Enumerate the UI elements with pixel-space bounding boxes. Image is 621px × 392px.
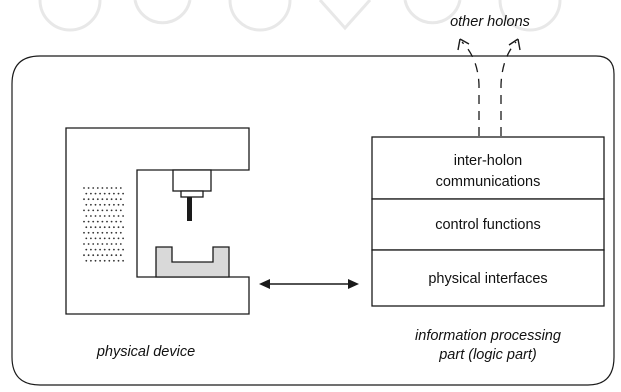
other-holons-label: other holons [450, 14, 530, 30]
dot-pattern [83, 187, 124, 262]
watermark [38, 0, 562, 32]
block-communications [371, 136, 605, 200]
control-functions-label: control functions [435, 217, 541, 233]
comms-label-line-1: inter-holon [454, 153, 523, 169]
physical-device-caption: physical device [96, 344, 195, 360]
logic-stack: inter-holon communications control funct… [371, 136, 605, 307]
holon-links [457, 38, 521, 136]
comms-label-line-2: communications [436, 174, 541, 190]
physical-interfaces-label: physical interfaces [428, 271, 547, 287]
logic-part-caption-line-1: information processing [415, 328, 561, 344]
block-physical-interfaces [371, 249, 605, 307]
physical-device-illustration [65, 127, 250, 315]
logic-part-caption-line-2: part (logic part) [438, 347, 537, 363]
bidirectional-arrow [259, 279, 359, 289]
block-control-functions [371, 198, 605, 251]
holon-boundary [11, 55, 615, 386]
